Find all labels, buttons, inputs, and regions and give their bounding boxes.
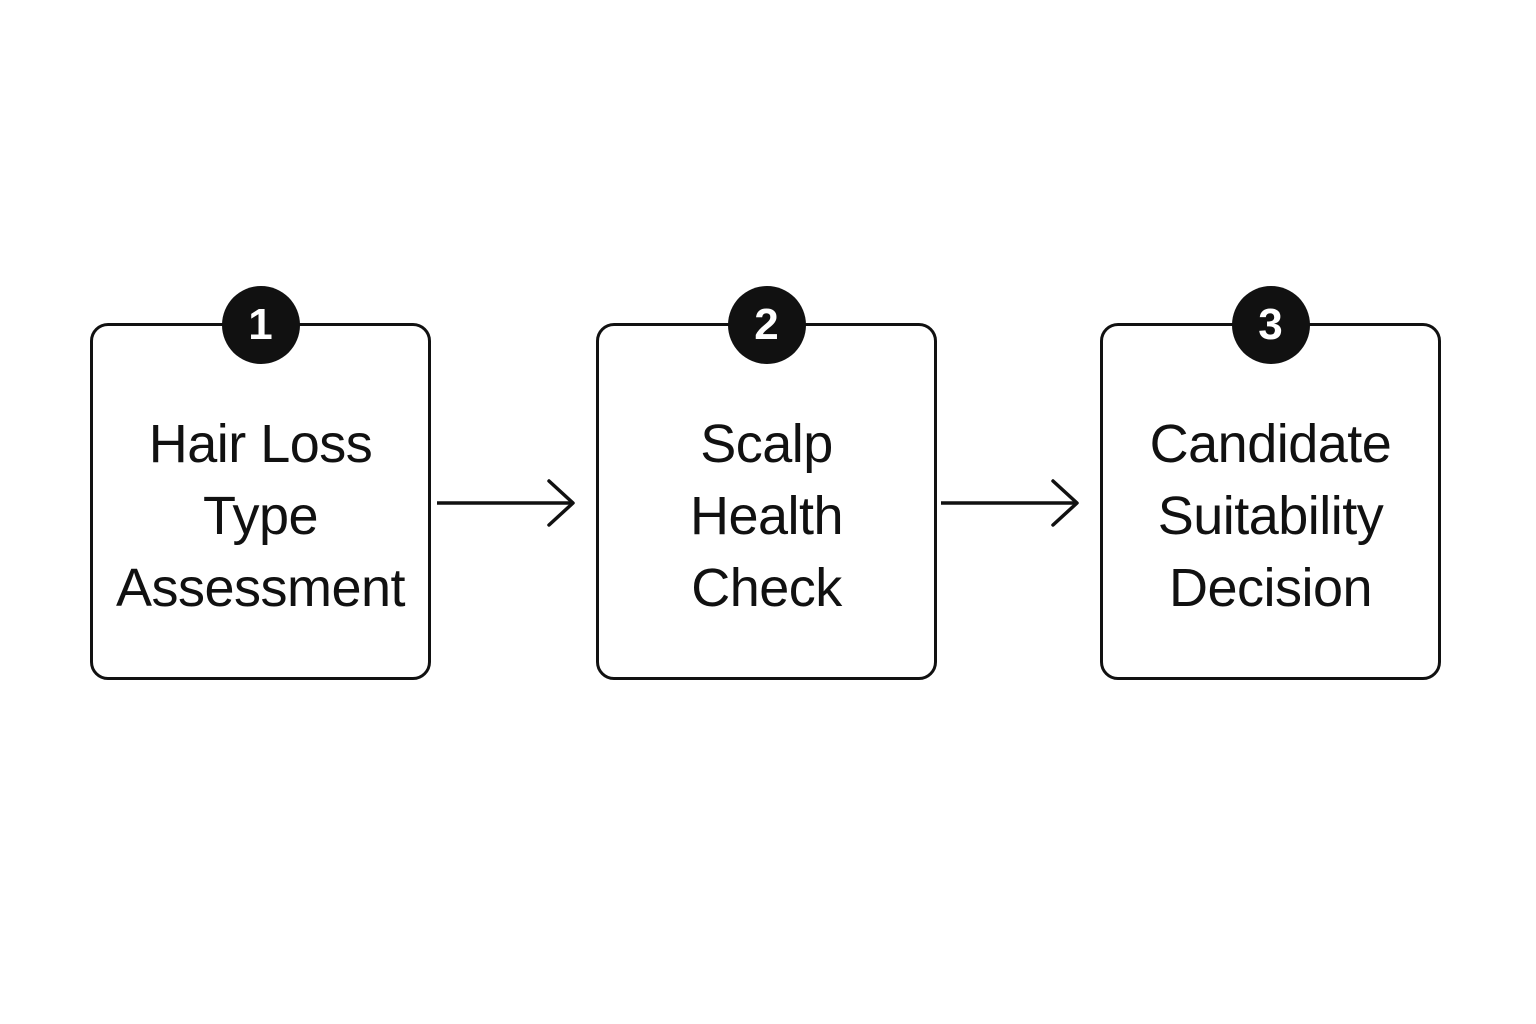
step-label-line: Assessment <box>115 558 406 618</box>
step-label-line: Scalp <box>700 414 833 474</box>
step-label-line: Decision <box>1168 558 1373 618</box>
step-label-line: Suitability <box>1157 486 1384 546</box>
arrow-head <box>547 479 575 527</box>
arrow-right-icon <box>941 479 1079 527</box>
arrow-right-icon <box>437 479 575 527</box>
step-box-1: 1 Hair Loss Type Assessment <box>90 286 431 680</box>
step-box-2: 2 Scalp Health Check <box>596 286 937 680</box>
arrow-head <box>1051 479 1079 527</box>
step-label-line: Candidate <box>1149 414 1392 474</box>
step-box-3: 3 Candidate Suitability Decision <box>1100 286 1441 680</box>
step-label-line: Check <box>691 558 842 618</box>
step-number-badge-3: 3 <box>1231 286 1310 364</box>
step-number-badge-2: 2 <box>727 286 806 364</box>
step-label-line: Health <box>689 486 844 546</box>
step-label-3: Candidate Suitability Decision <box>1103 408 1438 624</box>
step-label-1: Hair Loss Type Assessment <box>93 408 428 624</box>
step-label-line: Type <box>202 486 319 546</box>
step-number-badge-1: 1 <box>221 286 300 364</box>
step-label-line: Hair Loss <box>148 414 373 474</box>
step-label-2: Scalp Health Check <box>599 408 934 624</box>
